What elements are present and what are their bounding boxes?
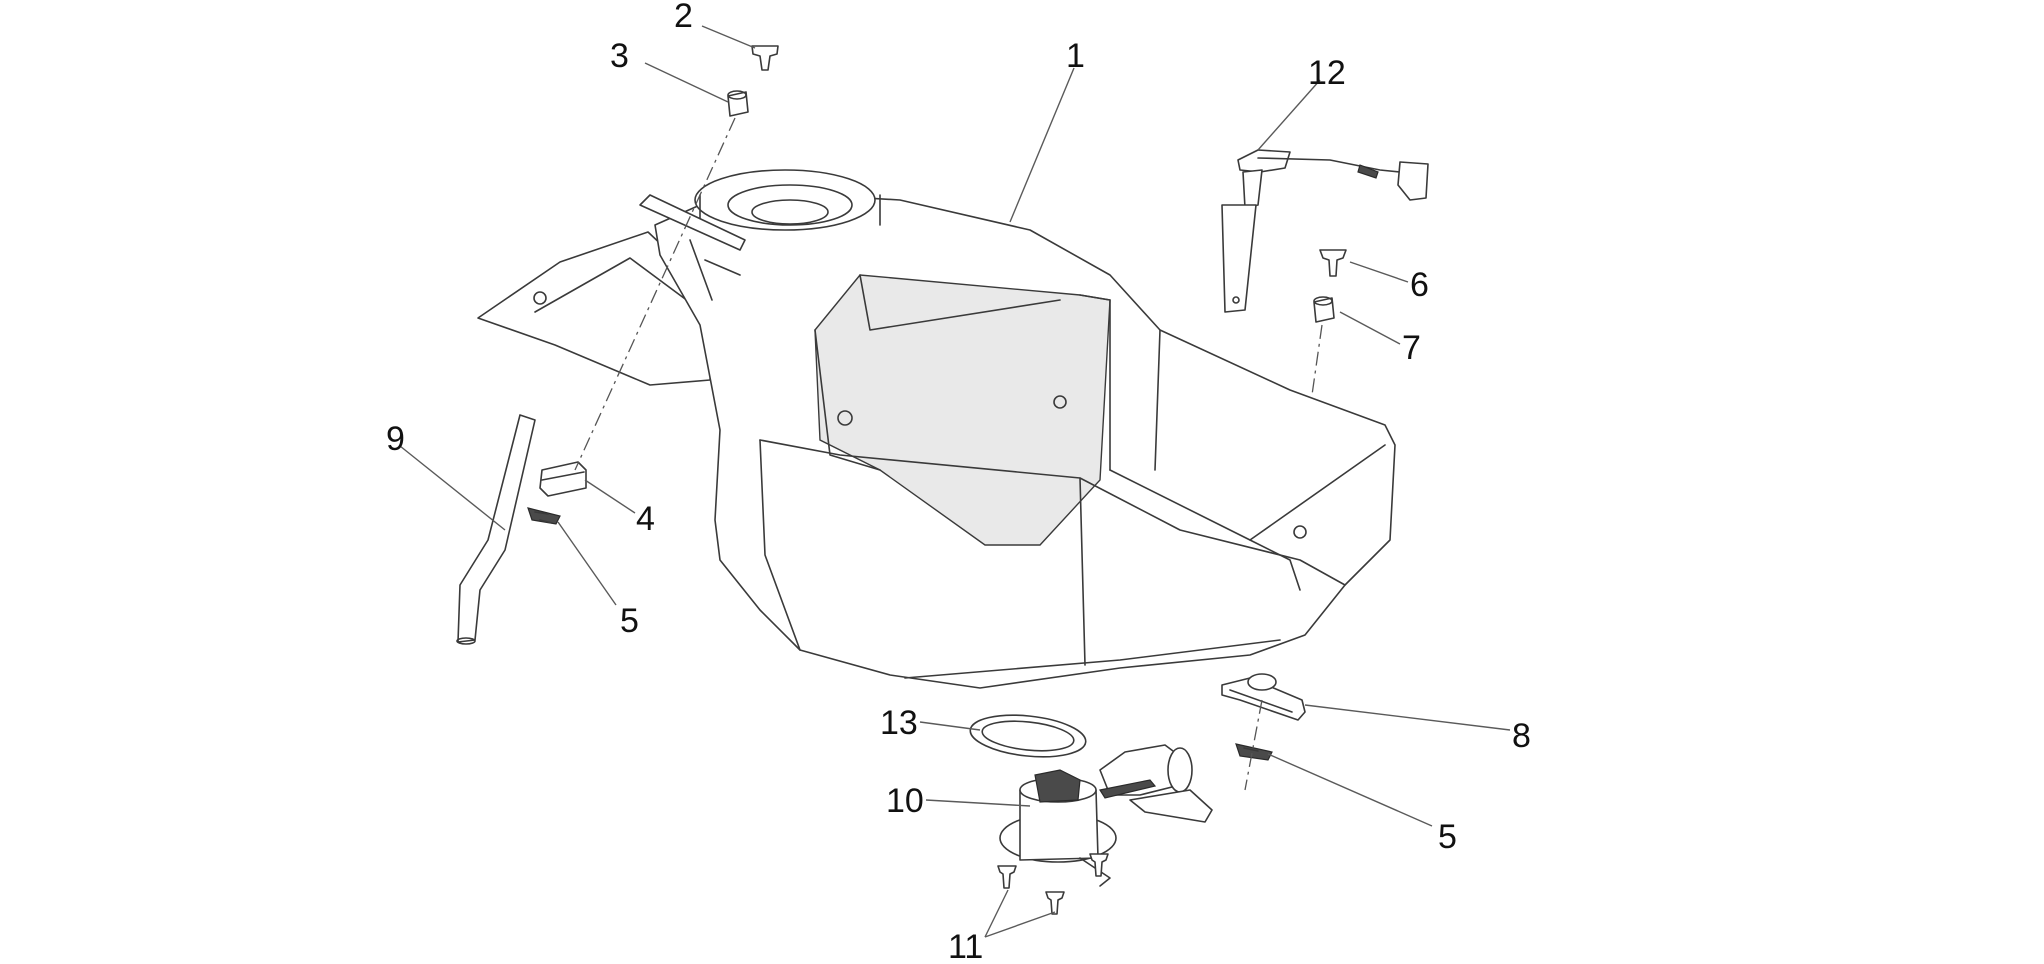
callout-1: 1 — [1066, 37, 1085, 75]
callout-4: 4 — [636, 500, 655, 538]
callout-5a: 5 — [620, 602, 639, 640]
callout-2: 2 — [674, 0, 693, 35]
callout-3: 3 — [610, 37, 629, 75]
gasket-13 — [969, 714, 1087, 758]
pin-2 — [751, 45, 779, 71]
fuel-pump-10 — [999, 744, 1213, 887]
bushing-3 — [727, 90, 749, 117]
callout-11: 11 — [948, 928, 983, 964]
clip-5-left — [527, 507, 561, 525]
pin-6 — [1319, 249, 1347, 277]
fuel-tank — [477, 169, 1396, 689]
callout-7: 7 — [1402, 329, 1421, 367]
callout-6: 6 — [1410, 266, 1429, 304]
callout-13: 13 — [880, 704, 918, 742]
callout-10: 10 — [886, 782, 924, 820]
callout-8: 8 — [1512, 717, 1531, 755]
grommet-4 — [539, 461, 587, 497]
callout-9: 9 — [386, 420, 405, 458]
bushing-7 — [1313, 296, 1335, 323]
leader-lines — [399, 25, 1511, 938]
callout-5b: 5 — [1438, 818, 1457, 856]
callout-12: 12 — [1308, 54, 1346, 92]
level-sensor-12 — [1221, 149, 1429, 313]
assembly-axes — [574, 117, 1323, 791]
callout-labels: 1 2 3 4 5 5 6 7 8 9 10 11 12 13 — [386, 0, 1531, 964]
screws-11 — [997, 853, 1109, 915]
clip-5-right — [1235, 743, 1273, 761]
hose-9 — [456, 414, 536, 645]
bracket-8 — [1221, 673, 1306, 721]
